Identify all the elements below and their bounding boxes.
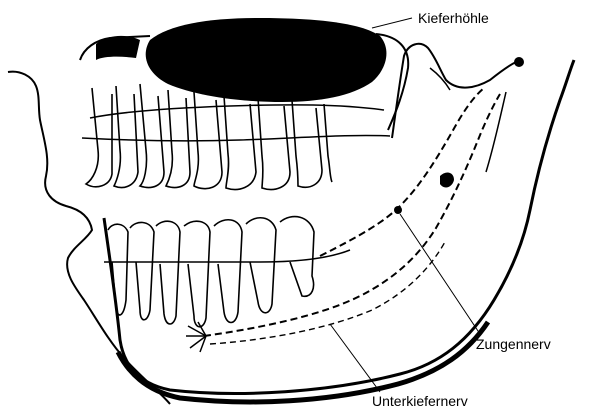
inferior-alveolar-canal-lower <box>210 240 446 344</box>
leader-zungennerv <box>400 214 480 334</box>
leader-unterkiefernerv <box>330 324 380 392</box>
lower-teeth <box>108 217 314 327</box>
coronoid-detail <box>430 68 506 172</box>
maxillary-sinus <box>146 18 387 102</box>
inferior-alveolar-nerve <box>204 94 500 336</box>
label-kieferhoehle: Kieferhöhle <box>418 11 489 25</box>
mandible-ramus <box>392 44 516 138</box>
ramus-dark-spot <box>440 173 454 188</box>
upper-gum-line <box>82 135 390 140</box>
leader-kieferhoehle <box>372 18 412 28</box>
label-zungennerv: Zungennerv <box>476 337 551 351</box>
lingual-nerve <box>320 88 484 256</box>
face-profile <box>8 72 170 404</box>
condyle <box>514 57 524 67</box>
mental-nerve-branches <box>186 322 206 352</box>
label-unterkiefernerv: Unterkiefernerv <box>372 394 468 408</box>
lingual-nerve-node <box>394 206 402 214</box>
